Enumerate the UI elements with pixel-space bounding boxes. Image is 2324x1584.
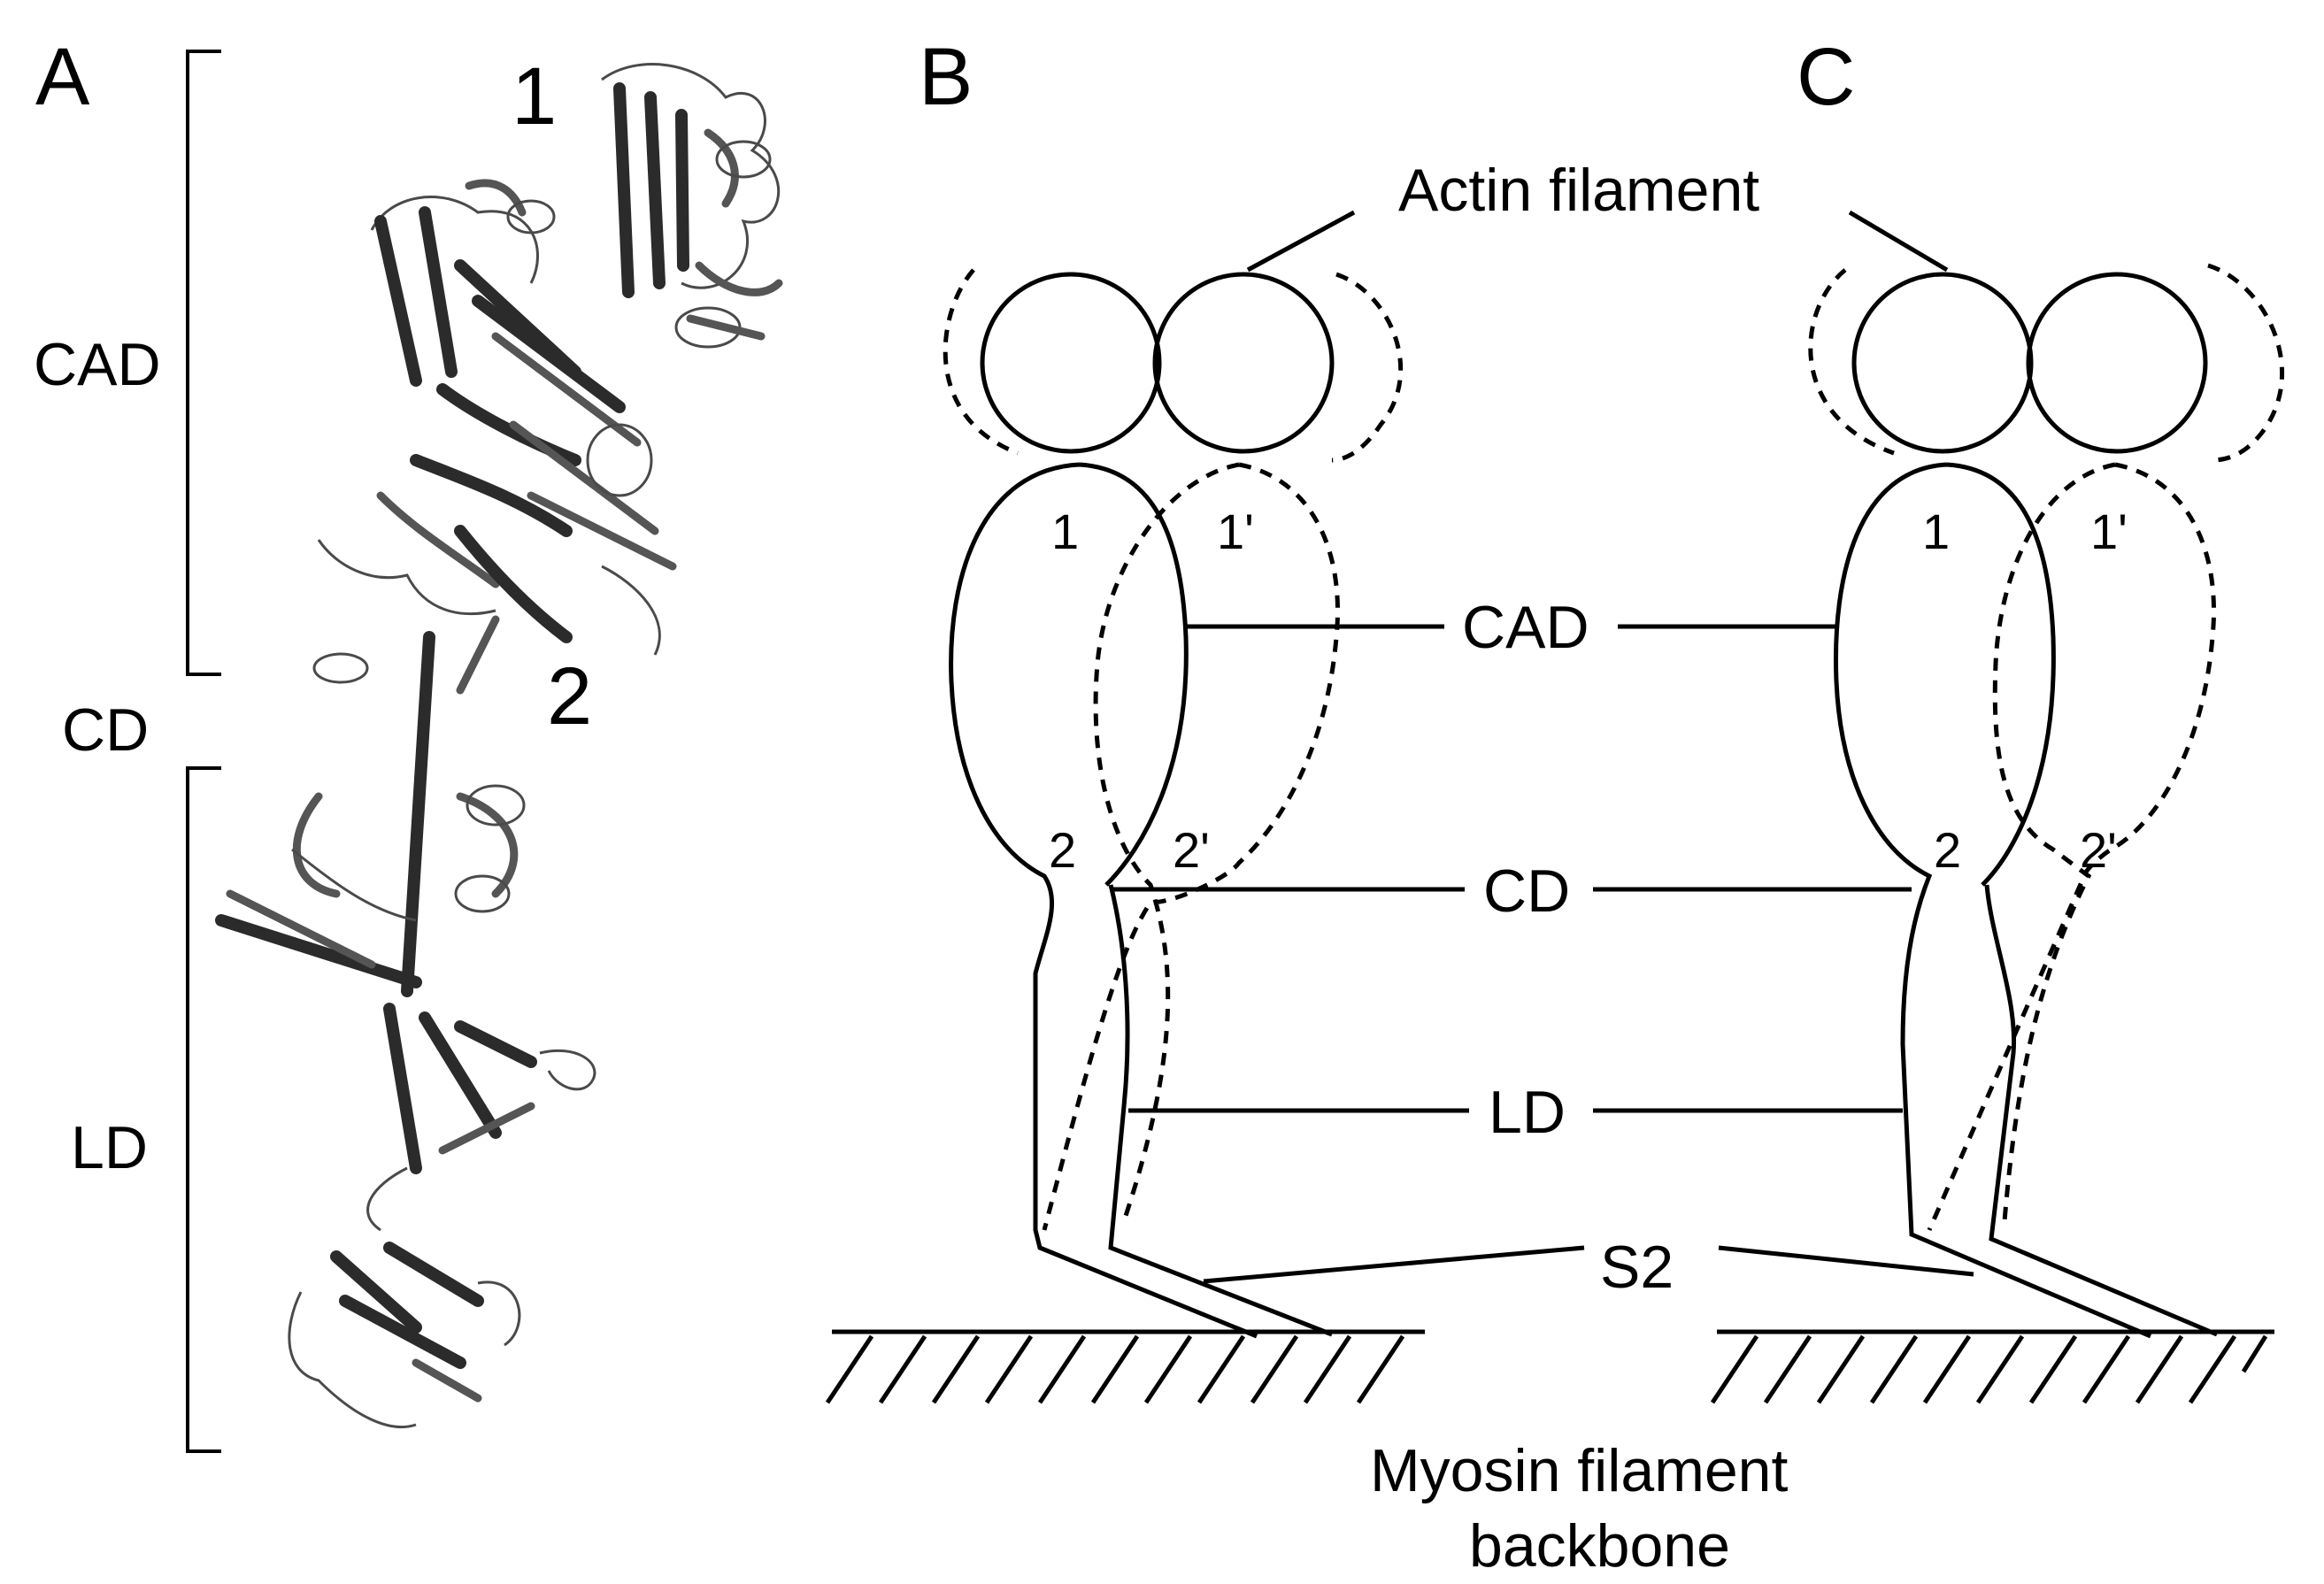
- actin-leader-right: [1848, 210, 1949, 273]
- panel-b-actin-neighbor-right: [1331, 272, 1404, 463]
- panel-b-actin-neighbor-left: [925, 270, 1018, 453]
- myosin-filament-label-line1: Myosin filament: [1370, 1437, 1788, 1504]
- panel-b-site-2: 2: [1049, 822, 1076, 878]
- panel-b-head-dashed: [1042, 462, 1340, 1231]
- panel-c-head-solid: [1834, 462, 2218, 1339]
- myosin-head-structure: [215, 63, 783, 1429]
- actin-filament-label: Actin filament: [1398, 157, 1759, 224]
- s2-leader-right: [1718, 1245, 1974, 1277]
- panel-c-site-2-prime: 2': [2080, 822, 2117, 878]
- panel-a-site-2: 2: [547, 651, 592, 742]
- panel-b-actin-monomer-right: [1152, 272, 1335, 454]
- panel-c-site-1-prime: 1': [2090, 504, 2128, 559]
- panel-b-actin-monomer-left: [980, 272, 1162, 454]
- panel-b-letter: B: [919, 32, 973, 122]
- panel-c-site-1: 1: [1922, 504, 1950, 559]
- panel-c-head-dashed: [1927, 462, 2216, 1232]
- panel-a-site-1: 1: [512, 51, 557, 142]
- panel-a-ld-label: LD: [71, 1114, 148, 1181]
- panel-a: A CAD CD LD 1 2: [34, 32, 783, 1453]
- panel-a-cd-label: CD: [62, 696, 149, 764]
- panel-b-head-solid: [949, 462, 1333, 1339]
- panel-c-site-2: 2: [1934, 822, 1961, 878]
- panel-b-site-1-prime: 1': [1217, 504, 1254, 559]
- cad-label: CAD: [1462, 594, 1589, 661]
- panel-c-actin-monomer-right: [2026, 272, 2208, 454]
- panel-c-letter: C: [1797, 32, 1855, 122]
- panel-a-cad-label: CAD: [34, 331, 161, 398]
- s2-label: S2: [1600, 1234, 1674, 1301]
- ld-bracket: [186, 766, 221, 1453]
- panel-c-actin-neighbor-right: [2207, 263, 2285, 463]
- cd-label: CD: [1483, 857, 1570, 925]
- panel-b-backbone-hatch: [825, 1334, 1405, 1404]
- panel-c: C 1 1' 2 2': [1710, 32, 2285, 1404]
- panel-c-actin-neighbor-left: [1808, 268, 1895, 456]
- panel-b: B 1 1' 2 2': [825, 32, 1425, 1404]
- center-labels: Actin filament CAD CD LD S2 Myosin filam…: [1111, 157, 1974, 1580]
- panel-a-letter: A: [35, 32, 90, 122]
- panel-b-site-1: 1: [1051, 504, 1079, 559]
- panel-c-actin-monomer-left: [1851, 272, 2034, 454]
- s2-leader-left: [1203, 1245, 1585, 1284]
- cad-bracket: [186, 50, 221, 676]
- panel-c-backbone-hatch: [1710, 1334, 2268, 1404]
- ld-label: LD: [1489, 1079, 1566, 1146]
- myosin-filament-label-line2: backbone: [1469, 1512, 1730, 1580]
- actin-leader-left: [1246, 210, 1356, 273]
- panel-b-site-2-prime: 2': [1173, 822, 1210, 878]
